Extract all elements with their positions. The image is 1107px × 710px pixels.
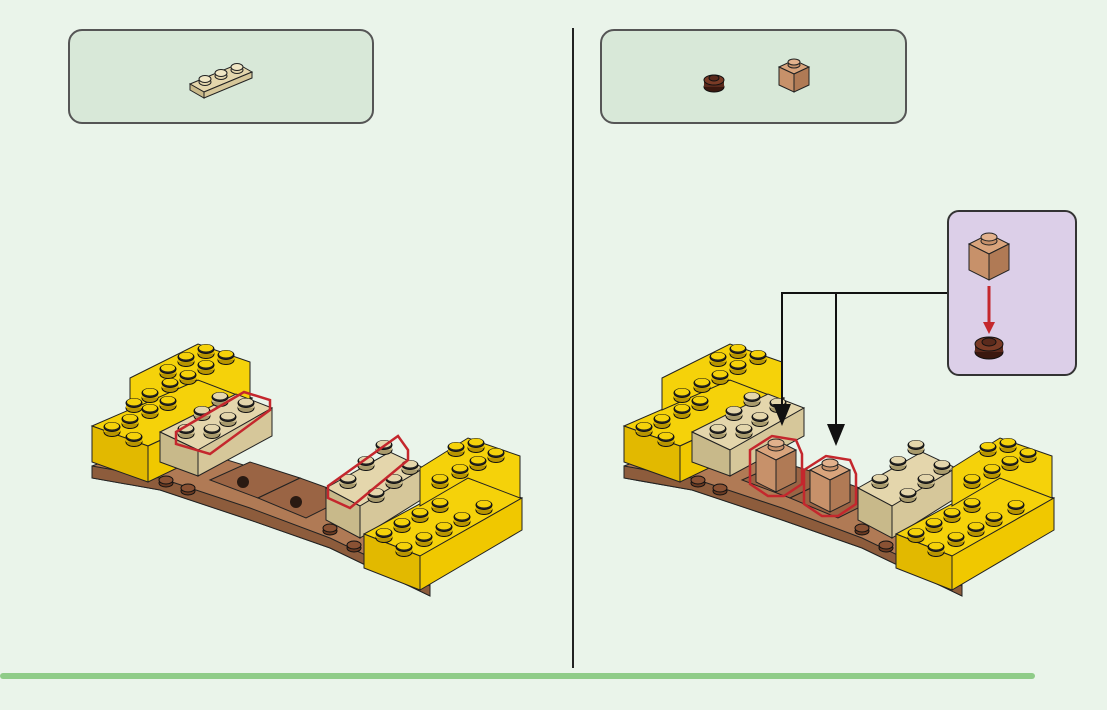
down-arrow-icon [827,424,845,446]
build-step-1 [92,344,522,596]
build-step-2 [624,293,1054,596]
progress-bar [0,673,1035,679]
callout-connector-line [782,293,947,405]
